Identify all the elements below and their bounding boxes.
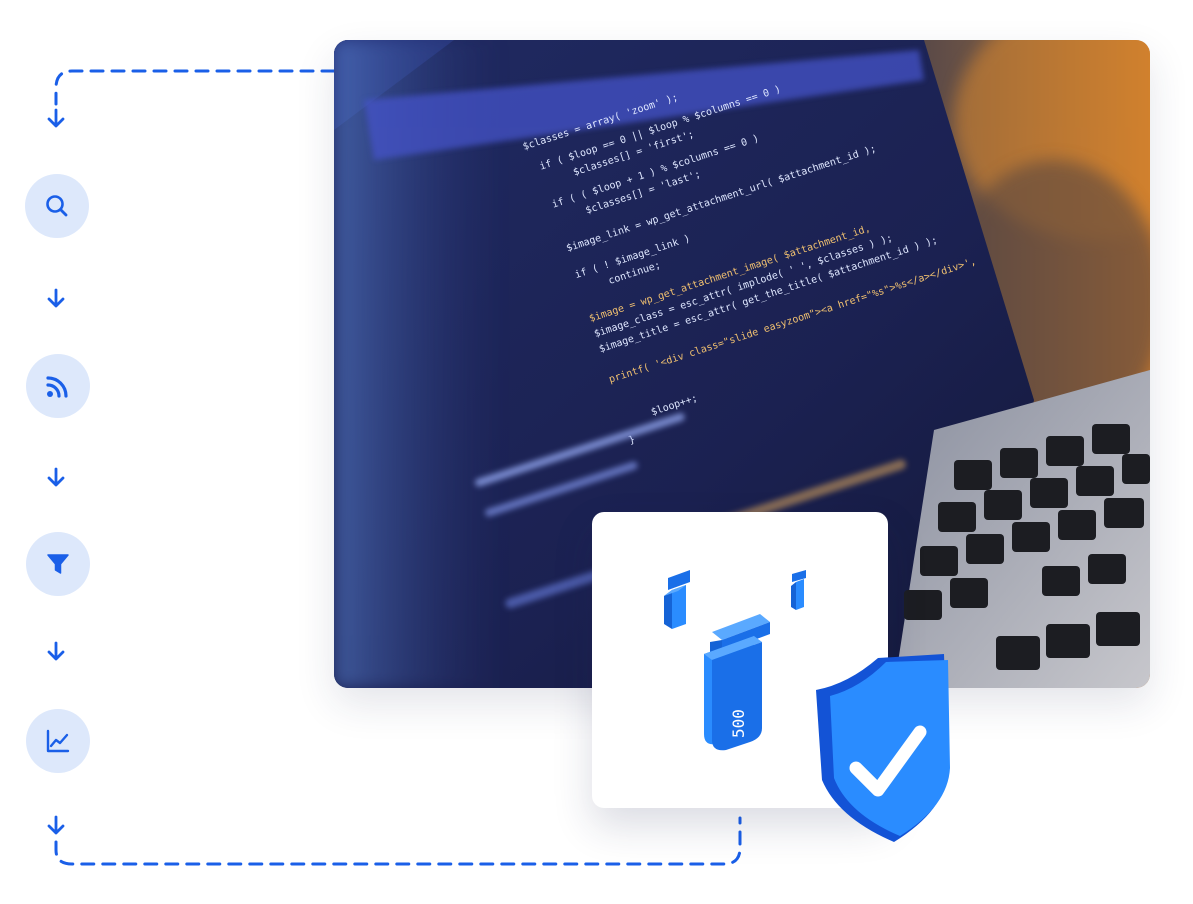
arrow-down-icon [47,815,65,835]
analytics-step [26,709,90,773]
filter-step [26,532,90,596]
shield-check-icon [816,654,950,842]
search-step [25,174,89,238]
filter-funnel-icon [47,554,69,574]
arrow-down-icon [47,108,65,128]
arrow-down-icon [47,641,65,661]
search-icon [46,195,68,217]
bottle-label: 500 [729,709,748,738]
bottle-icon: 500 [664,570,806,751]
trending-chart-icon [46,729,70,753]
rss-feed-step [26,354,90,418]
code-line: } [627,434,636,446]
rss-feed-icon [46,376,68,398]
arrow-down-icon [47,467,65,487]
arrow-down-icon [47,288,65,308]
